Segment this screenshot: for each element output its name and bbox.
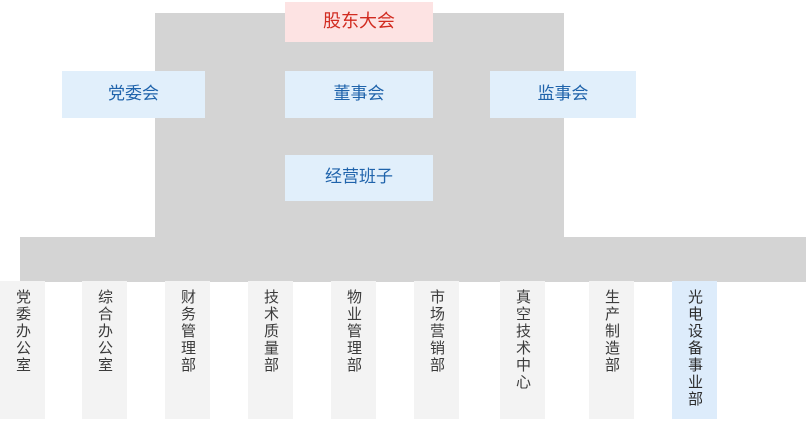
node-department-general-office[interactable]: 综合办公室 xyxy=(82,281,127,419)
node-party-committee-label: 党委会 xyxy=(108,83,159,104)
node-department-general-office-label: 综合办公室 xyxy=(96,289,114,374)
node-board-of-directors[interactable]: 董事会 xyxy=(285,71,433,118)
node-department-party-office[interactable]: 党委办公室 xyxy=(0,281,45,419)
node-department-marketing[interactable]: 市场营销部 xyxy=(414,281,459,419)
node-department-property-management[interactable]: 物业管理部 xyxy=(331,281,376,419)
connector-horizontal-bus xyxy=(20,237,806,282)
node-management-team[interactable]: 经营班子 xyxy=(285,155,433,201)
node-department-technical-quality-label: 技术质量部 xyxy=(262,289,280,374)
node-department-production-manufacturing-label: 生产制造部 xyxy=(603,289,621,374)
node-shareholders-meeting-label: 股东大会 xyxy=(323,10,395,32)
node-board-of-supervisors-label: 监事会 xyxy=(537,83,589,104)
node-management-team-label: 经营班子 xyxy=(325,167,393,188)
node-department-technical-quality[interactable]: 技术质量部 xyxy=(248,281,293,419)
node-department-production-manufacturing[interactable]: 生产制造部 xyxy=(589,281,634,419)
node-department-vacuum-technology-center[interactable]: 真空技术中心 xyxy=(500,281,545,419)
node-department-vacuum-technology-center-label: 真空技术中心 xyxy=(514,289,532,391)
node-department-optoelectronic-equipment-division[interactable]: 光电设备事业部 xyxy=(672,281,717,419)
node-party-committee[interactable]: 党委会 xyxy=(62,71,205,118)
node-board-of-supervisors[interactable]: 监事会 xyxy=(490,71,636,118)
node-board-of-directors-label: 董事会 xyxy=(333,83,385,104)
node-department-optoelectronic-equipment-division-label: 光电设备事业部 xyxy=(686,289,704,408)
node-shareholders-meeting[interactable]: 股东大会 xyxy=(285,2,433,42)
node-department-party-office-label: 党委办公室 xyxy=(14,289,32,374)
node-department-finance[interactable]: 财务管理部 xyxy=(165,281,210,419)
connector-vertical-spine xyxy=(155,13,564,238)
node-department-marketing-label: 市场营销部 xyxy=(428,289,446,374)
node-department-finance-label: 财务管理部 xyxy=(179,289,197,374)
node-department-property-management-label: 物业管理部 xyxy=(345,289,363,374)
